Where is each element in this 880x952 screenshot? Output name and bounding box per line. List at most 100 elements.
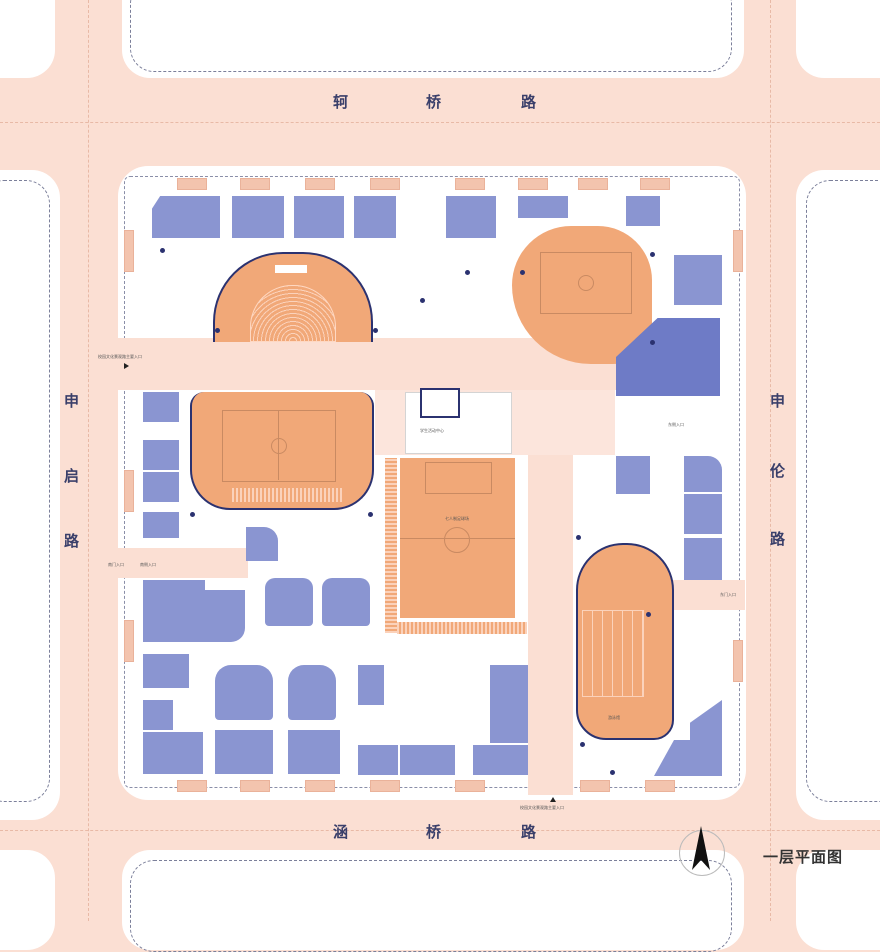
classroom-east-1 (616, 456, 650, 494)
block-boundary-north (130, 0, 732, 72)
block-boundary-east (806, 180, 880, 802)
west-gym-bleachers (232, 488, 342, 502)
north-gym-center-circle (578, 275, 594, 291)
classroom-east-2 (684, 456, 722, 492)
entrance-arrow-west (124, 363, 129, 369)
classroom-sw-7 (288, 665, 336, 720)
planter (177, 780, 207, 792)
road-label-east-3: 路 (770, 530, 786, 548)
planter (455, 178, 485, 190)
classroom-sw-6 (215, 665, 273, 720)
entrance-label-west-secondary-b: 南侧入口 (140, 562, 156, 567)
road-label-north-2: 桥 (426, 93, 442, 111)
column (368, 512, 373, 517)
west-gym-court (222, 410, 336, 482)
column (610, 770, 615, 775)
classroom-sw-1 (143, 580, 205, 642)
block-boundary-south (130, 860, 732, 952)
classroom-north-7 (626, 196, 660, 226)
planter (518, 178, 548, 190)
classroom-north-1 (152, 196, 220, 238)
classroom-sw-16 (358, 665, 384, 705)
classroom-north-8 (674, 255, 722, 305)
classroom-sw-5 (143, 654, 189, 688)
classroom-north-4 (354, 196, 396, 238)
north-arrow-circle (679, 830, 725, 876)
entrance-label-south-main: 校园文化景观路主要入口 (520, 805, 564, 810)
road-label-north-3: 路 (521, 93, 537, 111)
classroom-sw-13 (400, 745, 455, 775)
classroom-east-4 (684, 538, 722, 580)
classroom-sw-8 (143, 700, 173, 730)
classroom-west-1 (143, 392, 179, 422)
planter (733, 230, 743, 272)
west-entrance-plaza (118, 338, 618, 390)
classroom-sw-11 (288, 730, 340, 774)
classroom-west-3 (143, 472, 179, 502)
entrance-label-west-main: 校园文化景观路主要入口 (98, 354, 142, 359)
planter (124, 470, 134, 512)
road-label-south-2: 桥 (426, 823, 442, 841)
classroom-north-5 (446, 196, 496, 238)
city-block-north (122, 0, 744, 78)
planter (370, 178, 400, 190)
south-entrance-path (528, 455, 573, 795)
entrance-label-west-secondary: 南门入口 (108, 562, 124, 567)
road-label-west-1: 申 (64, 392, 80, 410)
classroom-sw-14 (473, 745, 528, 775)
classroom-north-6 (518, 196, 568, 218)
north-arrow-icon (692, 826, 710, 870)
planter (124, 620, 134, 662)
planter (177, 178, 207, 190)
planter (124, 230, 134, 272)
column (373, 328, 378, 333)
road-label-west-3: 路 (64, 532, 80, 550)
road-label-south-3: 路 (521, 823, 537, 841)
central-field-stands (385, 458, 397, 633)
planter (305, 780, 335, 792)
classroom-sw-9 (143, 732, 203, 774)
city-block-northeast (796, 0, 880, 78)
east-entrance-plaza (665, 580, 745, 610)
central-field-penalty-box (425, 462, 492, 494)
auditorium-stage (275, 265, 307, 273)
west-gym-center-circle (271, 438, 287, 454)
classroom-sw-2 (205, 590, 245, 642)
column (580, 742, 585, 747)
central-field-stands-south (397, 622, 527, 634)
road-label-east-1: 申 (770, 392, 786, 410)
column (650, 252, 655, 257)
column (520, 270, 525, 275)
north-gym-court (540, 252, 632, 314)
planter (645, 780, 675, 792)
planter (305, 178, 335, 190)
natatorium-label: 游泳馆 (608, 715, 620, 720)
city-block-west (0, 170, 60, 820)
classroom-west-5 (246, 527, 278, 561)
column (190, 512, 195, 517)
road-label-east-2: 伦 (770, 462, 786, 480)
central-field-label: 七人制足球场 (445, 516, 469, 521)
planter (578, 178, 608, 190)
entrance-label-east-secondary-b: 东侧入口 (668, 422, 684, 427)
road-centerline-west (88, 0, 89, 921)
column (465, 270, 470, 275)
column (646, 612, 651, 617)
classroom-north-3 (294, 196, 344, 238)
column (160, 248, 165, 253)
entrance-label-east-secondary: 东门入口 (720, 592, 736, 597)
city-block-northwest (0, 0, 55, 78)
student-center-label: 学生活动中心 (420, 428, 444, 433)
classroom-west-2 (143, 440, 179, 470)
column (576, 535, 581, 540)
road-label-west-2: 启 (64, 467, 80, 485)
column (650, 340, 655, 345)
planter (733, 640, 743, 682)
planter (640, 178, 670, 190)
planter (240, 780, 270, 792)
city-block-east (796, 170, 880, 820)
block-boundary-west (0, 180, 50, 802)
column (420, 298, 425, 303)
classroom-west-4 (143, 512, 179, 538)
classroom-east-3 (684, 494, 722, 534)
